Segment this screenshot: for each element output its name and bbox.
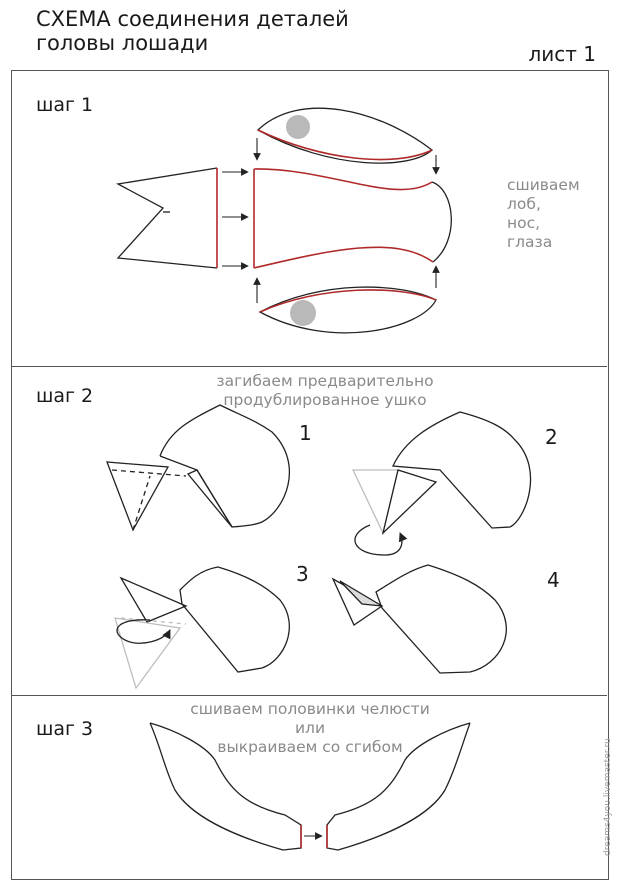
step-1-caption-line: глаза [507,233,553,251]
face-piece-outline [431,181,452,263]
step-1-caption-line: сшиваем [507,176,580,194]
fig3-rotation-arrow [116,619,171,644]
top-eye-piece-outline [256,107,434,164]
step-2-figure-4 [331,564,507,674]
step-2-caption-line: загибаем предварительно [216,372,434,390]
top-eye-piece-seam [257,129,433,161]
step-1-caption: сшиваем лоб, нос, глаза [507,176,580,252]
fig4-head-outline [375,564,507,674]
step-1-top-eye-piece [256,107,434,164]
step-3-caption: сшиваем половинки челюсти или выкраиваем… [150,700,470,757]
substep-number-4: 4 [547,568,560,592]
fig2-ear-folded [381,469,438,536]
step-3-caption-line: выкраиваем со сгибом [217,738,403,756]
step-1-arrows [222,138,440,303]
step-2-drawing [106,404,532,690]
jaw-left-outline [149,722,302,851]
step-3-caption-line: или [294,719,326,737]
fig2-rotation-arrow [354,524,408,556]
step-1-back-piece [115,167,218,269]
fig1-ear-right [186,469,233,528]
page-title: СХЕМА соединения деталей головы лошади [36,7,349,55]
fig1-fold-line-2 [132,475,151,531]
substep-number-3: 3 [296,562,309,586]
divider-step-2-3 [12,695,607,696]
step-2-figure-1 [106,404,290,532]
step-2-caption: загибаем предварительно продублированное… [190,372,460,410]
step-2-figure-2 [351,411,532,556]
fig3-ear-faded [114,617,182,690]
bottom-eye-piece-seam [259,289,437,313]
fig1-head-outline [159,404,290,528]
title-line-2: головы лошади [36,31,209,55]
step-3-drawing [149,722,471,851]
step-1-face-piece [253,168,452,269]
bottom-eye-circle [290,300,316,326]
step-3-caption-line: сшиваем половинки челюсти [190,700,430,718]
step-1-label: шаг 1 [36,94,94,116]
step-3-jaw-right [326,722,471,851]
divider-step-1-2 [12,366,607,367]
step-3-label: шаг 3 [36,718,94,740]
step-1-caption-line: лоб, [507,195,541,213]
sheet-label: лист 1 [528,42,596,66]
face-piece-seam-top [253,168,433,191]
fig1-ear-left [106,461,170,532]
substep-number-1: 1 [299,421,312,445]
face-piece-seam-bottom [253,246,434,269]
back-piece-outline [115,167,218,269]
fig3-fold-line [120,617,187,625]
fig3-head-outline [179,566,290,673]
step-1-caption-line: нос, [507,214,541,232]
substep-number-2: 2 [545,425,558,449]
step-1-bottom-eye-piece [258,286,437,334]
bottom-eye-piece-outline [258,286,437,334]
fig2-head-outline [392,411,532,529]
step-2-figure-3 [114,566,290,690]
fig4-ear-inner [339,580,383,607]
fig1-fold-line [111,469,187,477]
jaw-right-outline [326,722,471,851]
step-1-drawing [115,107,452,334]
step-3-jaw-left [149,722,302,851]
diagram-frame [11,70,609,880]
fig2-ear-faded [351,469,399,535]
fig3-ear-folded [119,576,188,623]
step-2-label: шаг 2 [36,385,94,407]
top-eye-circle [286,115,310,139]
title-line-1: СХЕМА соединения деталей [36,7,349,31]
step-2-caption-line: продублированное ушко [223,391,427,409]
